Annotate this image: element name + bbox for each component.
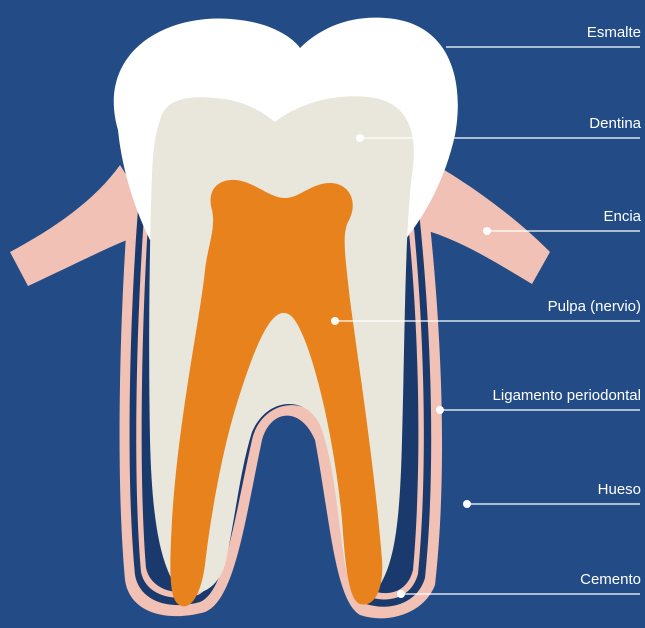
label-encia: Encia xyxy=(603,208,641,225)
dot-encia xyxy=(483,227,491,235)
label-cemento: Cemento xyxy=(580,571,641,588)
dot-pulpa xyxy=(331,317,339,325)
dot-ligamento xyxy=(436,406,444,414)
label-dentina: Dentina xyxy=(589,115,641,132)
dot-cemento xyxy=(397,590,405,598)
label-hueso: Hueso xyxy=(598,481,641,498)
label-ligamento: Ligamento periodontal xyxy=(493,387,641,404)
dot-hueso xyxy=(463,500,471,508)
label-pulpa: Pulpa (nervio) xyxy=(548,298,641,315)
dot-dentina xyxy=(356,134,364,142)
label-esmalte: Esmalte xyxy=(587,24,641,41)
